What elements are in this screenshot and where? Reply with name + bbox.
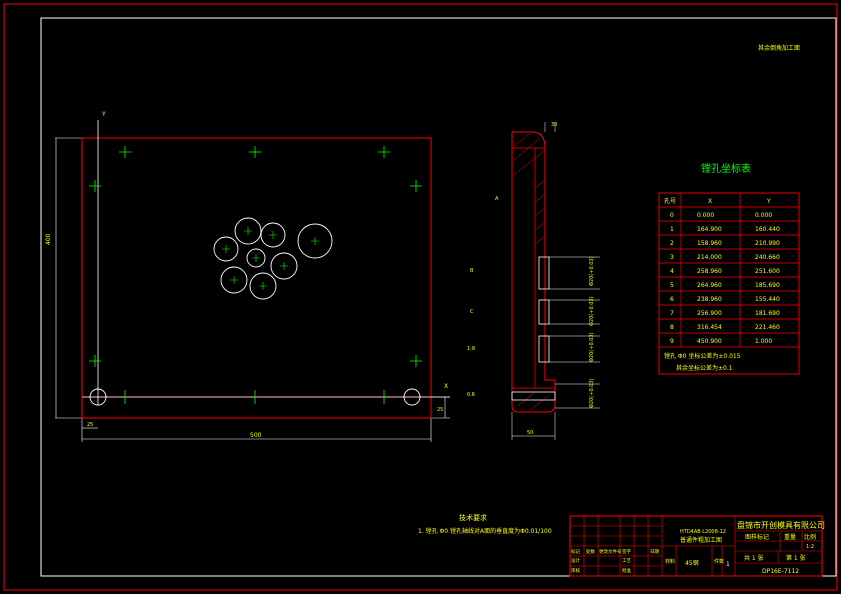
table-cell: 251.600 [755,268,780,275]
sheet-number: 第 1 张 [786,554,806,562]
company-name: 盘锦市开创模具有限公司 [737,520,825,530]
scale-label: 比例 [804,533,816,541]
table-cell: 8 [670,324,674,331]
table-cell: 155.440 [755,296,780,303]
axis-x-label: X [444,383,448,390]
table-cell: 214.000 [697,254,722,261]
width-dim-label: 500 [250,432,262,439]
table-cell: 1.000 [755,338,772,345]
table-cell: 316.454 [697,324,722,331]
role-review: 审核 [571,567,580,574]
table-cell: 258.960 [697,268,722,275]
plate-outline [81,137,432,419]
table-cell: 450.900 [697,338,722,345]
offset-x-dim-label: 25 [87,422,93,428]
table-cell: 0 [670,212,674,219]
hole-table-note-2: 其余坐标公差为±0.1 [676,364,733,372]
section-bottom-dim: 50 [527,430,533,436]
inner-frame [40,17,837,577]
table-cell: 4 [670,268,674,275]
table-cell: 210.990 [755,240,780,247]
part-code: HTD4AB L2008-12 [680,529,726,535]
table-cell: 160.440 [755,226,780,233]
part-title: 普通件粗加工图 [680,536,722,544]
section-mark-b: B [470,268,474,274]
hole-table-note-1: 镗孔 Φ0 坐标公差为±0.015 [664,352,741,360]
table-cell: 0.000 [697,212,714,219]
hole-dim-2: Φ20(+0.03) [589,296,595,326]
table-cell: 5 [670,282,674,289]
table-cell: 238.960 [697,296,722,303]
table-cell: 264.960 [697,282,722,289]
col-header-y: Y [766,198,771,205]
outer-border [3,3,838,591]
height-dim-label: 400 [45,233,52,245]
table-cell: 158.960 [697,240,722,247]
offset-y-dim-label: 25 [437,407,443,413]
scale-value: 1:2 [806,544,814,550]
table-cell: 164.900 [697,226,722,233]
left-label-sign: 签字 [622,548,631,555]
table-cell: 3 [670,254,674,261]
drawing-number: DP16E-7112 [762,568,799,575]
col-header-x: X [708,198,712,205]
header-note: 其余倒角加工面 [758,44,800,52]
axis-y-label: Y [101,111,106,118]
section-mark-a: A [495,196,499,202]
section-mark-c: C [470,309,474,315]
weight-label: 重量 [784,533,796,541]
bore-holes [89,217,421,406]
role-process: 工艺 [622,558,631,564]
col-header-no: 孔号 [664,197,676,205]
material-value: 45钢 [685,559,699,567]
table-cell: 240.660 [755,254,780,261]
hole-table-title: 镗孔坐标表 [701,162,751,175]
section-top-dim: 30 [551,122,557,128]
hole-dim-3: Φ20(+0.03) [589,332,595,362]
row-label-qty: 件数 [714,558,724,565]
table-cell: 221.460 [755,324,780,331]
qty-value: 1 [726,561,730,568]
row-label-material: 材料 [665,558,675,565]
hole-dim-1: Φ20(+0.03) [589,256,595,286]
section-mark-tolerance: 0.6 [467,392,475,398]
table-cell: 7 [670,310,674,317]
hole-coordinate-table: 镗孔坐标表 孔号 X Y 0 0.000 0.000 1 164.900 [658,162,800,375]
section-mark-ratio: 1:8 [467,346,475,352]
table-cell: 185.690 [755,282,780,289]
left-label-mark: 标记 [571,548,580,555]
plan-view: 400 500 25 25 Y X [45,111,450,442]
tech-req-title: 技术要求 [459,513,487,522]
sheets-total: 共 1 张 [744,554,764,562]
hole-dim-4: Φ20(+0.03) [589,378,595,408]
table-cell: 181.690 [755,310,780,317]
left-label-date: 日期 [650,549,659,555]
table-cell: 1 [670,226,674,233]
table-cell: 0.000 [755,212,772,219]
table-cell: 256.900 [697,310,722,317]
left-label-count: 处数 [586,548,595,555]
title-block: 标记 处数 更改文件号 签字 日期 设计 审核 工艺 批准 HTD4AB L20… [569,515,825,577]
role-approve: 批准 [622,567,631,574]
table-cell: 6 [670,296,674,303]
table-cell: 9 [670,338,674,345]
section-view: 30 A B C 1:8 0.6 Φ20(+0.03) Φ20(+0.03) Φ… [467,122,600,440]
tech-req-line-1: 1. 镗孔 Φ0 镗孔轴线对A面的垂直度为Φ0.01/100 [418,527,552,535]
left-label-change-doc: 更改文件号 [599,548,622,555]
stage-label: 图样标记 [745,533,769,541]
crosshair-marks [89,146,422,404]
role-design: 设计 [571,557,580,564]
table-cell: 2 [670,240,674,247]
